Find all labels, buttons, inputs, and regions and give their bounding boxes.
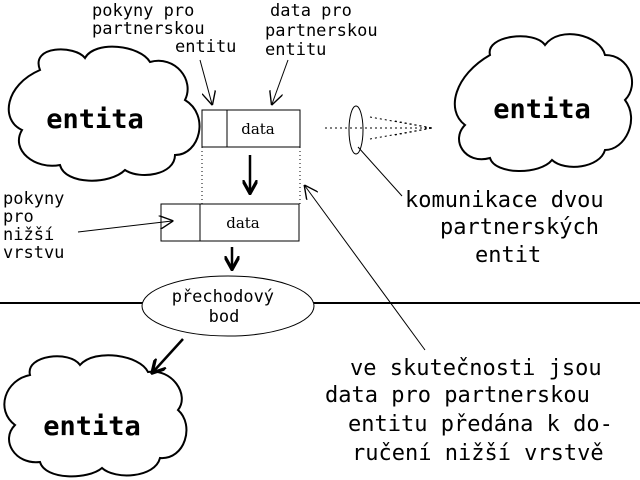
lower-data-label: data [226, 214, 260, 232]
instructions-label: pokyny pro partnerskou entitu [92, 1, 236, 57]
reality-note: ve skutečnosti jsou data pro partnerskou… [325, 356, 626, 466]
lower-instructions-pointer [77, 221, 172, 233]
entity-label-left-bottom: entita [43, 411, 141, 442]
transition-point-ellipse [141, 275, 315, 337]
cloud-entity-left-top [7, 45, 201, 182]
upper-frame [201, 109, 301, 148]
cloud-entity-right-top [453, 33, 634, 172]
lower-instructions-label: pokyny pro nižší vrstvu [3, 189, 75, 263]
peer-dotted-arrow [325, 116, 433, 140]
communication-pointer [357, 146, 403, 197]
entity-label-left-top: entita [46, 104, 144, 135]
cloud-entity-left-bottom [3, 354, 188, 478]
peer-communication-ellipse [348, 105, 364, 155]
reality-pointer [305, 186, 426, 351]
upper-data-label: data [241, 120, 275, 138]
arrow-to-bottom-entity [153, 338, 184, 372]
data-pointer [272, 59, 289, 104]
communication-note: komunikace dvou partnerských entit [405, 188, 617, 268]
instructions-pointer [199, 59, 212, 104]
transition-point-label: přechodový bod [172, 287, 285, 327]
data-for-partner-label: data pro partnerskou entitu [265, 1, 388, 60]
entity-label-right-top: entita [493, 94, 591, 125]
